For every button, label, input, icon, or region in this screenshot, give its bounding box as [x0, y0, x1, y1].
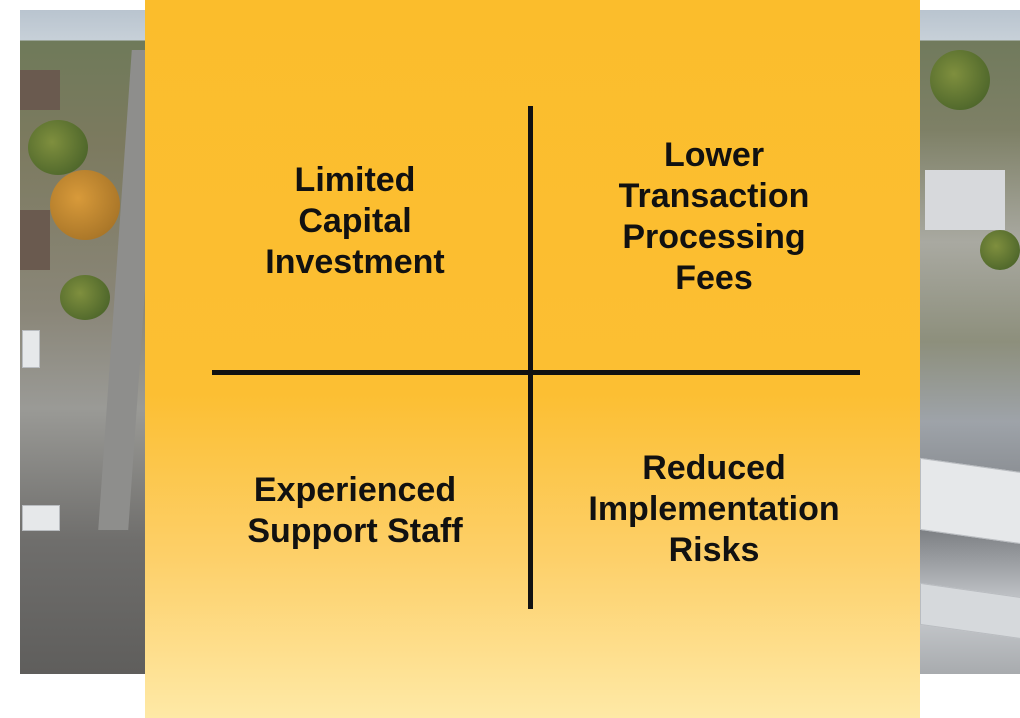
quadrant-label-line: Fees [675, 259, 753, 297]
quadrant-label-line: Capital [298, 202, 412, 240]
house-roof [20, 210, 50, 270]
house-roof [20, 70, 60, 110]
aerial-photo-left [20, 10, 145, 674]
tree [50, 170, 120, 240]
vertical-divider [528, 106, 533, 609]
parked-car [22, 505, 60, 531]
quadrant-label-line: Support Staff [247, 512, 463, 550]
aerial-photo-right [920, 10, 1020, 674]
tree [930, 50, 990, 110]
tree [980, 230, 1020, 270]
quadrant-label-line: Experienced [253, 471, 457, 509]
quadrant-label-line: Implementation [588, 490, 840, 528]
tree [28, 120, 88, 175]
tree [60, 275, 110, 320]
building-roof [925, 170, 1005, 230]
quadrant-label-line: Risks [668, 531, 760, 569]
highway-lane [920, 582, 1020, 640]
quadrant-label-line: Processing [622, 218, 806, 256]
quadrant-label-line: Lower [663, 136, 765, 174]
truck-trailer [920, 457, 1020, 545]
quadrant-label-line: Transaction [618, 177, 810, 215]
quadrant-label-line: Limited [294, 161, 416, 199]
parked-car [22, 330, 40, 368]
quadrant-label-line: Reduced [642, 449, 786, 487]
quadrant-label-line: Investment [265, 243, 445, 281]
horizontal-divider [212, 370, 860, 375]
